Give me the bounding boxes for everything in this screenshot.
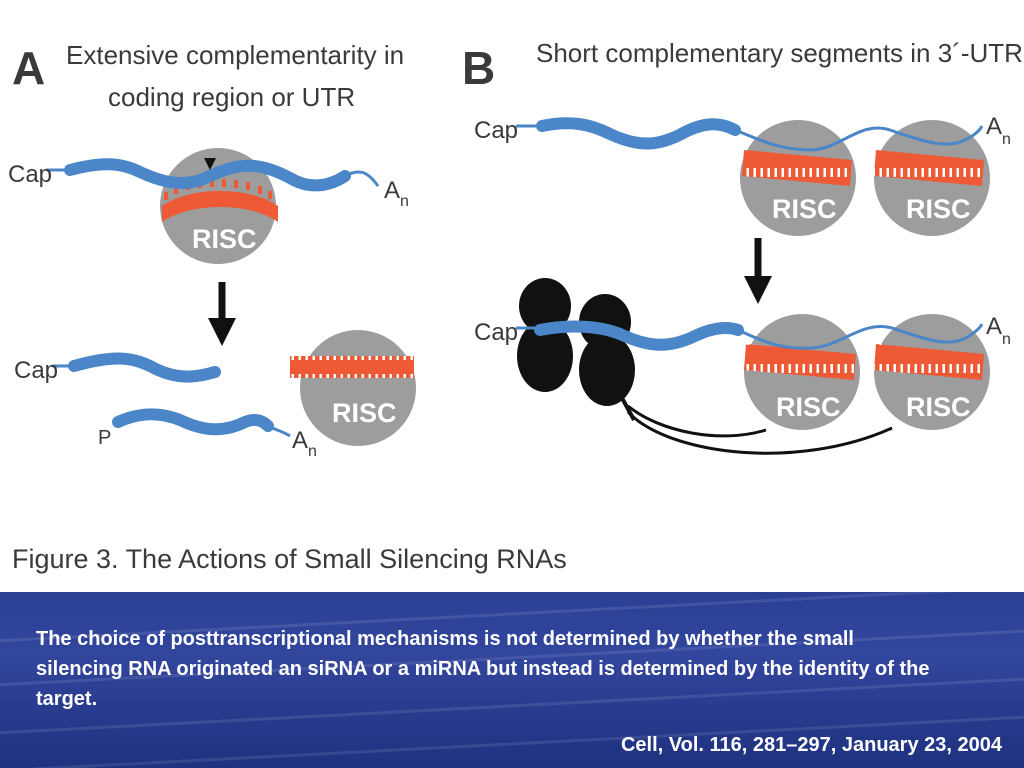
poly-a-subscript-b2: n: [1002, 331, 1011, 348]
inhibition-line-2: [626, 410, 893, 455]
small-rna-b2: [874, 150, 984, 186]
ribosome-1-bottom: [517, 320, 573, 392]
ribosome-2-bottom: [579, 334, 635, 406]
panel-a-heading-line2: coding region or UTR: [108, 82, 355, 112]
poly-a-label-a2: A: [292, 427, 308, 454]
risc-label-b1: RISC: [772, 194, 837, 224]
poly-a-subscript-a2: n: [308, 443, 317, 460]
cap-label-a2: Cap: [14, 357, 58, 384]
mrna-b2: [534, 320, 744, 351]
figure-caption: Figure 3. The Actions of Small Silencing…: [12, 544, 567, 574]
small-rna-b3: [744, 344, 856, 380]
cleaved-fragment-5prime: [68, 352, 221, 383]
utr-b1: [734, 125, 984, 152]
small-rna-released: [290, 356, 414, 378]
risc-label-b3: RISC: [776, 392, 841, 422]
ribosome-1-top: [519, 278, 571, 334]
panel-b-letter: B: [462, 42, 495, 94]
risc-label-a1: RISC: [192, 224, 257, 254]
poly-a-label-b1: A: [986, 113, 1002, 140]
cap-label-b1: Cap: [474, 117, 518, 144]
risc-complex-a2: [300, 330, 416, 446]
poly-a-label-a1: A: [384, 177, 400, 204]
poly-a-subscript-b1: n: [1002, 131, 1011, 148]
poly-a-label-b2: A: [986, 313, 1002, 340]
panel-a-heading-line1: Extensive complementarity in: [66, 40, 404, 70]
small-rna-a1: [162, 191, 278, 222]
phosphate-label: P: [98, 427, 111, 449]
small-rna-b4: [874, 344, 984, 380]
mrna-a1: [64, 158, 351, 192]
cap-label-b2: Cap: [474, 319, 518, 346]
figure-diagram: A Extensive complementarity in coding re…: [8, 38, 1023, 574]
risc-label-a2: RISC: [332, 398, 397, 428]
mrna-b1: [536, 117, 741, 150]
poly-a-subscript-a1: n: [400, 193, 409, 210]
risc-label-b2: RISC: [906, 194, 971, 224]
utr-b2: [737, 323, 984, 350]
poly-a-tail-a1: [344, 170, 380, 187]
figure-image: A Extensive complementarity in coding re…: [8, 38, 1023, 574]
inhibition-line-1: [627, 404, 767, 438]
caption-text: The choice of posttranscriptional mechan…: [36, 628, 930, 710]
caption-panel: The choice of posttranscriptional mechan…: [0, 592, 1024, 768]
cleaved-fragment-3prime: [112, 408, 274, 436]
panel-b-heading: Short complementary segments in 3´-UTR: [536, 38, 1023, 68]
citation: Cell, Vol. 116, 281–297, January 23, 200…: [620, 734, 1002, 756]
panel-a-letter: A: [12, 42, 45, 94]
risc-label-b4: RISC: [906, 392, 971, 422]
small-rna-b1: [742, 150, 852, 186]
cap-label-a1: Cap: [8, 161, 52, 188]
cleavage-site-marker: [204, 158, 216, 170]
inhibition-bar: [620, 397, 636, 421]
